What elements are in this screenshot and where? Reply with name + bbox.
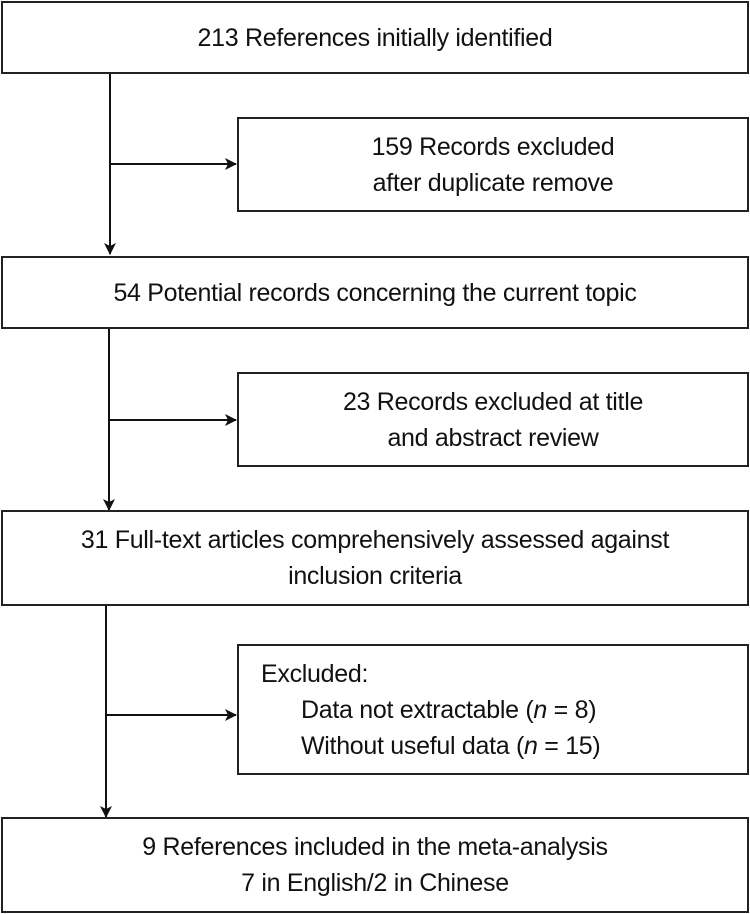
exclusion-item-label: Data not extractable ( — [301, 695, 534, 724]
n-symbol: n — [524, 731, 538, 760]
exclusion-item-count: = 15) — [537, 731, 601, 760]
exclusion-full-text: Excluded: Data not extractable (n = 8) W… — [237, 644, 749, 775]
step-text: 31 Full-text articles comprehensively as… — [80, 526, 670, 554]
exclusion-duplicates: 159 Records excluded after duplicate rem… — [237, 117, 749, 212]
exclusion-text: and abstract review — [387, 423, 599, 452]
exclusion-heading: Excluded: — [261, 659, 369, 688]
step-full-text-assessed: 31 Full-text articles comprehensively as… — [1, 510, 749, 606]
exclusion-item: Without useful data (n = 15) — [261, 728, 601, 764]
exclusion-item-label: Without useful data ( — [301, 731, 524, 760]
step-text: inclusion criteria — [288, 562, 462, 590]
step-text: 9 References included in the meta-analys… — [142, 833, 608, 861]
step-text: 7 in English/2 in Chinese — [241, 869, 509, 897]
exclusion-item: Data not extractable (n = 8) — [261, 692, 597, 728]
step-potential-records: 54 Potential records concerning the curr… — [1, 256, 749, 329]
n-symbol: n — [533, 695, 548, 724]
step-text: 213 References initially identified — [197, 23, 553, 52]
exclusion-text: 23 Records excluded at title — [342, 387, 644, 416]
step-text: 54 Potential records concerning the curr… — [113, 278, 637, 307]
exclusion-text: after duplicate remove — [372, 168, 614, 197]
exclusion-item-count: = 8) — [547, 695, 597, 724]
exclusion-title-abstract: 23 Records excluded at title and abstrac… — [237, 372, 749, 467]
step-identified: 213 References initially identified — [1, 1, 749, 74]
step-included: 9 References included in the meta-analys… — [1, 817, 749, 913]
exclusion-text: 159 Records excluded — [371, 132, 615, 161]
